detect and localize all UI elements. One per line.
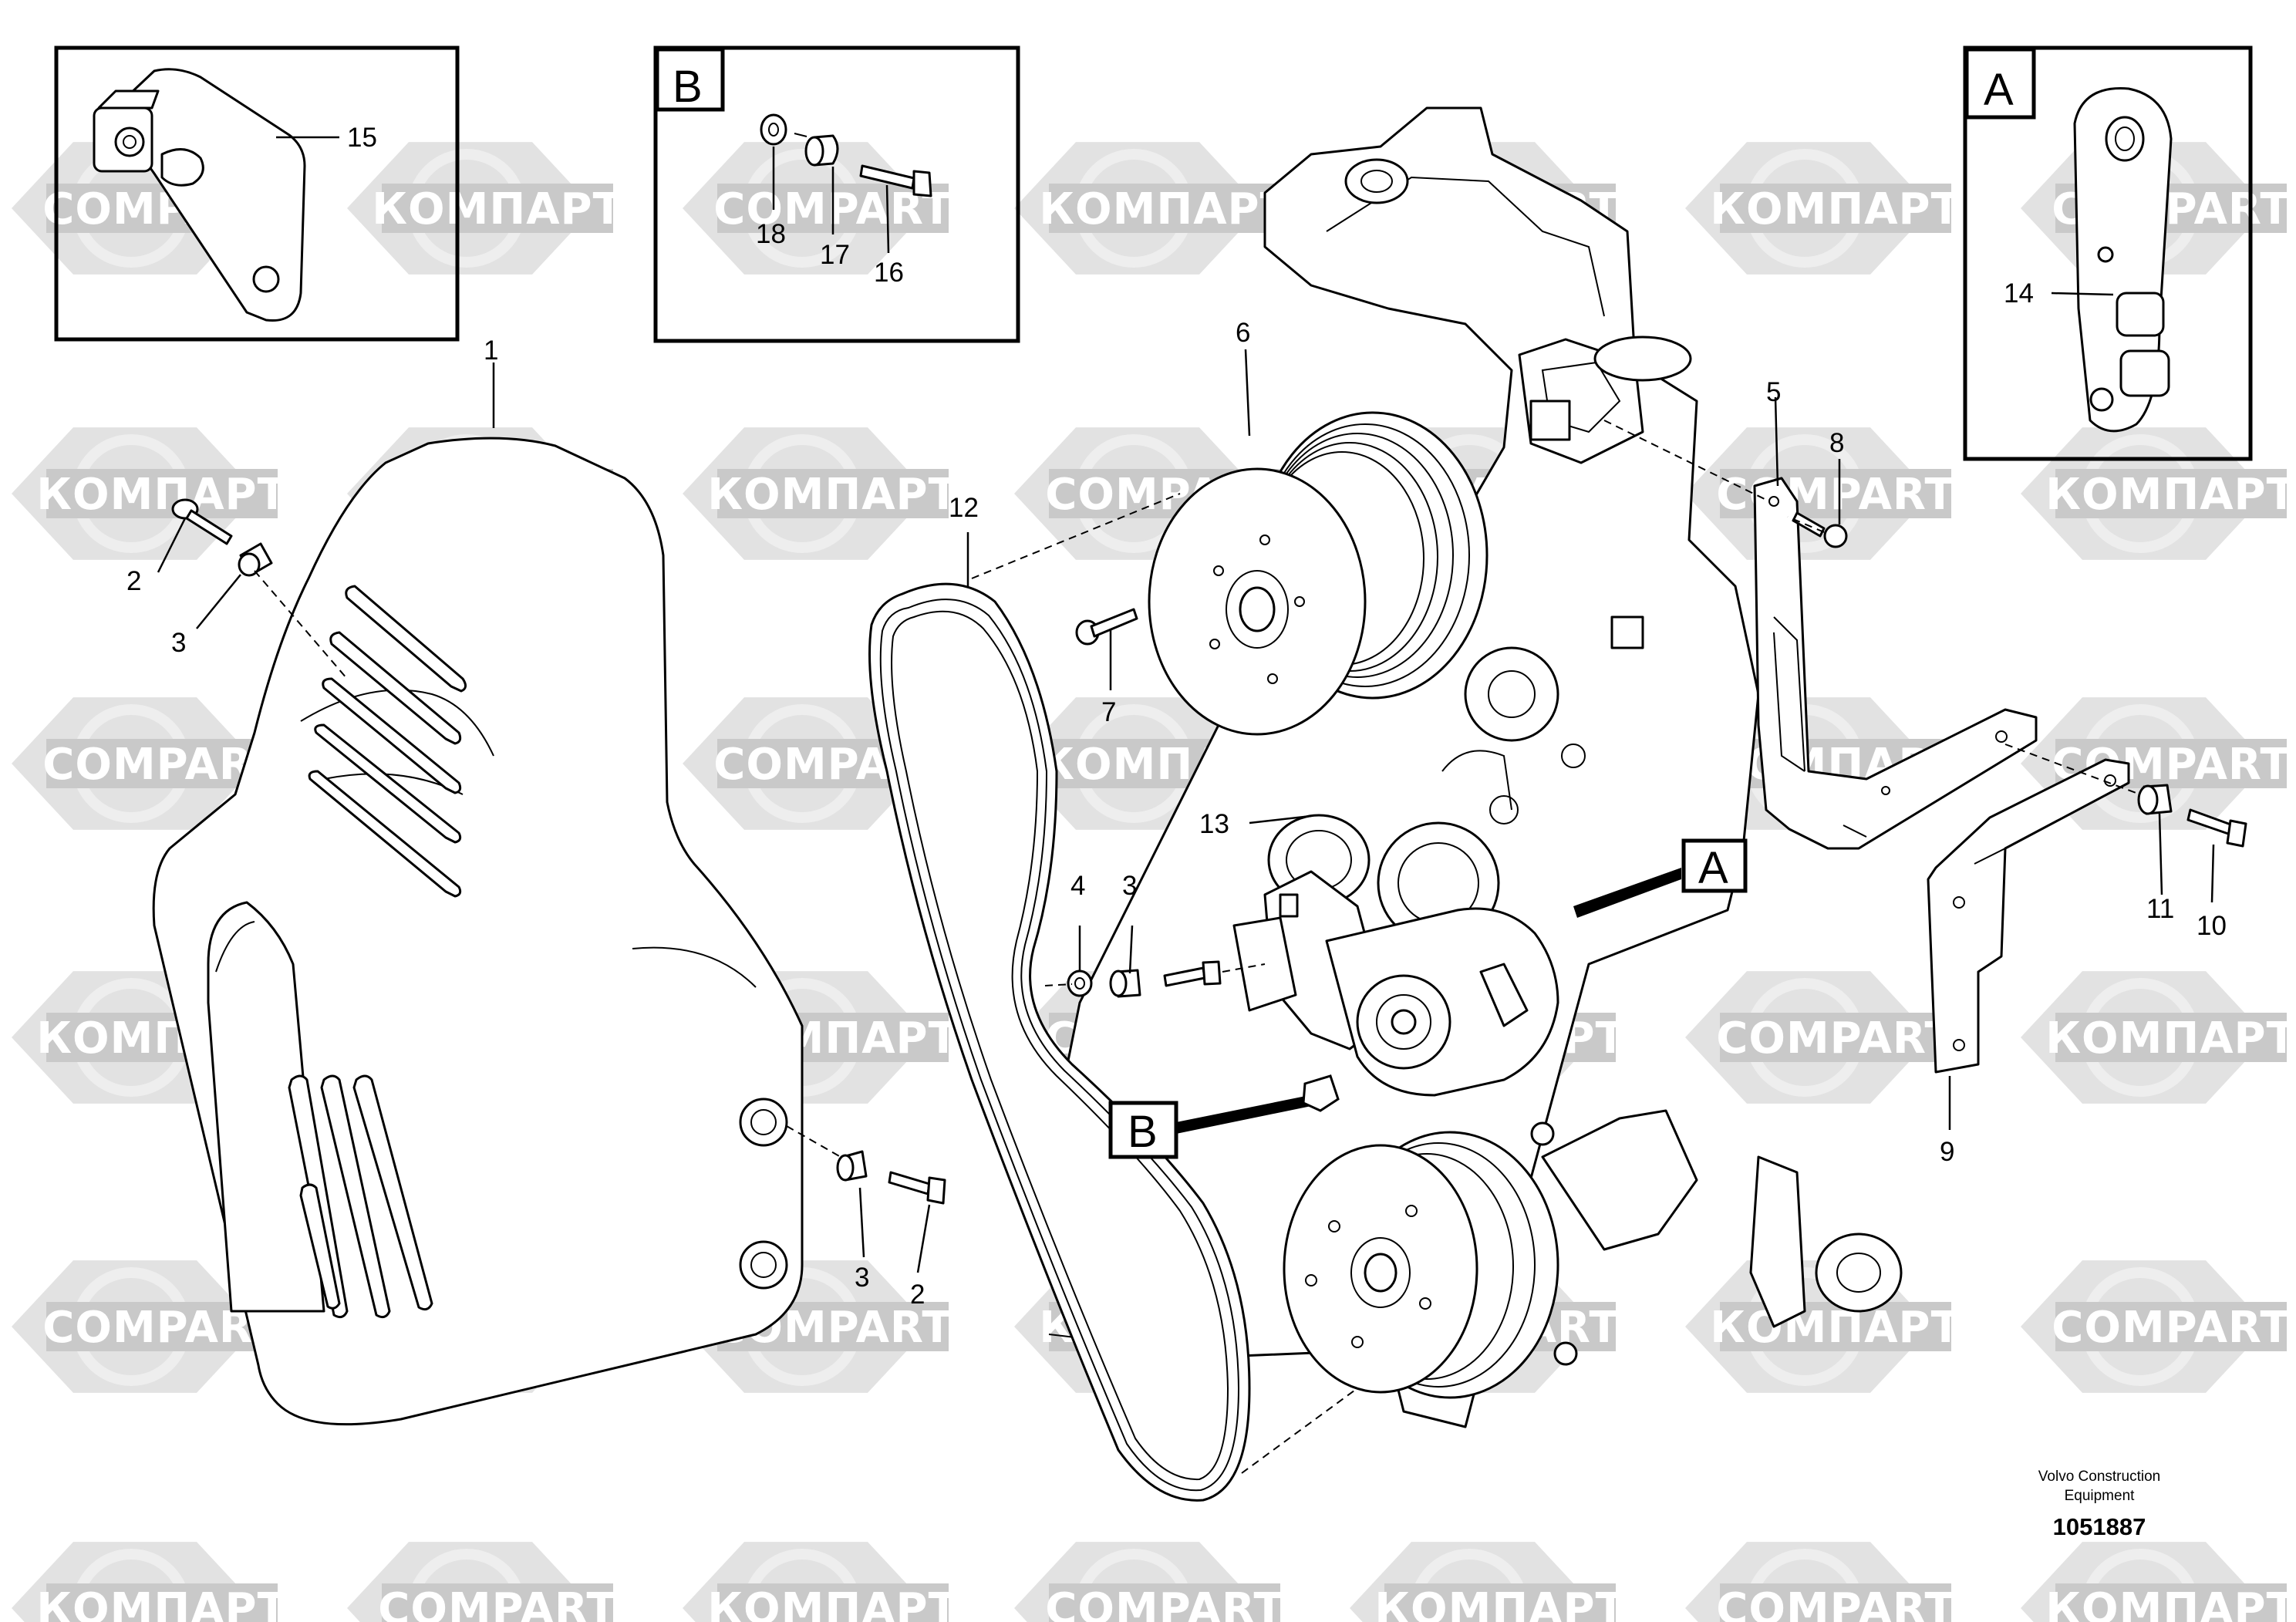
callout-9: 9 [1940,1137,1954,1167]
publisher-credit-line2: Equipment [2065,1488,2136,1504]
watermark-text: КОМПАРТ [1039,184,1290,234]
callout-6: 6 [1236,318,1250,348]
reference-tag-b [1108,1074,1340,1159]
callout-14: 14 [2004,278,2034,309]
watermark-text: КОМПАРТ [2045,1584,2296,1622]
watermark-logo: КОМПАРТ [1685,142,1961,275]
watermark-text: КОМПАРТ [2045,1013,2296,1064]
watermark-logo: COMPART [1685,971,1954,1104]
callout-13: 13 [1199,809,1229,839]
watermark-text: КОМПАРТ [707,470,959,520]
watermark-logo: COMPART [1685,427,1954,560]
callout-11: 11 [2146,894,2174,924]
belt-cover [152,437,804,1426]
callout-2: 2 [910,1280,925,1310]
watermark-logo: КОМПАРТ [1350,1542,1626,1622]
leader-lines [157,349,2215,1273]
inset-letter-a: A [1984,65,2014,115]
inset-box-b [653,46,1020,343]
engine-block [1047,106,1903,1428]
watermark-logo: КОМПАРТ [683,1542,959,1622]
callout-7: 7 [1101,697,1116,727]
tag-letter-b: B [1128,1107,1158,1157]
inset-box-a [1963,46,2253,461]
watermark-text: КОМПАРТ [1710,1303,1961,1353]
watermark-text: COMPART [1716,470,1954,520]
watermark-logo: COMPART [12,1260,281,1393]
callout-18: 18 [756,219,786,249]
watermark-logo: COMPART [2021,1260,2290,1393]
watermark-text: КОМПАРТ [1374,1584,1626,1622]
watermark-text: КОМПАРТ [2045,470,2296,520]
watermark-text: COMPART [1716,1584,1954,1622]
watermark-text: КОМПАРТ [36,470,288,520]
watermark-text: COMPART [378,1584,616,1622]
callout-8: 8 [1829,428,1844,458]
callout-3: 3 [1122,871,1137,901]
callout-2: 2 [126,566,141,596]
publisher-credit-line1: Volvo Construction [2038,1469,2160,1485]
poly-v-belt [868,493,1358,1502]
belt-tensioner [1232,814,1559,1097]
reference-tag-a [1573,838,1748,918]
upper-pulley [1148,411,1489,736]
labels: B A A B 1 2 2 3 3 3 4 5 6 7 8 9 10 11 12… [126,62,2227,1540]
watermark-text: COMPART [1045,1584,1283,1622]
inset-letter-b: B [673,62,703,112]
watermark-logo: КОМПАРТ [2021,427,2296,560]
callout-3: 3 [171,628,186,658]
inset-box-15 [54,46,460,342]
callout-17: 17 [820,240,850,270]
tag-letter-a: A [1698,843,1728,893]
callout-3: 3 [855,1263,869,1293]
lower-pulley [1283,1121,1578,1399]
callout-4: 4 [1070,871,1085,901]
callout-10: 10 [2197,911,2227,941]
callout-5: 5 [1766,377,1781,407]
watermark-logo: COMPART [347,1542,616,1622]
watermark-text: КОМПАРТ [372,184,623,234]
watermark-logo: КОМПАРТ [12,1542,288,1622]
watermark-text: COMPART [2052,1303,2290,1353]
watermark-logo: COMPART [12,697,281,830]
watermark-logo: КОМПАРТ [2021,971,2296,1104]
document-number: 1051887 [2053,1513,2146,1540]
watermark-text: COMPART [1716,1013,1954,1064]
watermark-logo: КОМПАРТ [683,427,959,560]
callout-12: 12 [949,493,979,523]
bracket-9 [1927,758,2130,1074]
watermark-logo: КОМПАРТ [1014,142,1290,275]
watermark-logo: КОМПАРТ [347,142,623,275]
watermark-logo: КОМПАРТ [12,427,288,560]
callout-15: 15 [347,123,377,153]
watermark-logo: COMPART [2021,697,2290,830]
callout-16: 16 [874,258,904,288]
watermark-logo: COMPART [1685,1542,1954,1622]
fasteners [171,420,2247,1205]
watermark-text: КОМПАРТ [1710,184,1961,234]
watermark-logo: КОМПАРТ [2021,1542,2296,1622]
bracket-5 [1753,477,2038,850]
watermark-text: КОМПАРТ [707,1584,959,1622]
watermark-text: КОМПАРТ [36,1584,288,1622]
watermark-logo: COMPART [1014,1542,1283,1622]
callout-1: 1 [484,336,498,366]
